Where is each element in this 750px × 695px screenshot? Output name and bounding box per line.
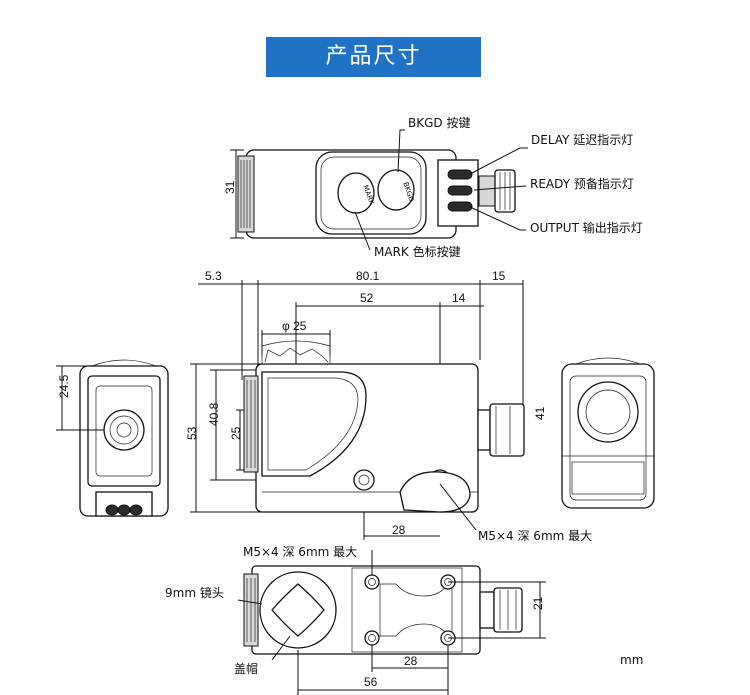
dim-21: 21 <box>531 596 545 610</box>
dim-28-front: 28 <box>392 523 406 537</box>
dim-56: 56 <box>364 675 378 689</box>
dim-left: 5.3 <box>205 269 222 283</box>
dim-14: 14 <box>452 291 466 305</box>
cap-label: 盖帽 <box>234 661 258 676</box>
unit-label: mm <box>620 653 643 667</box>
bottom-hole-note: M5×4 深 6mm 最大 <box>243 545 357 559</box>
delay-label: DELAY 延迟指示灯 <box>531 132 633 147</box>
right-end-view <box>561 357 655 509</box>
bkgd-label: BKGD 按键 <box>408 116 470 130</box>
output-led <box>447 201 473 212</box>
delay-led <box>447 169 473 180</box>
left-end-view: 24.5 <box>56 359 169 517</box>
front-hole-note: M5×4 深 6mm 最大 <box>478 529 592 543</box>
bottom-view <box>243 565 523 655</box>
dim-total: 80.1 <box>356 269 380 283</box>
ready-label: READY 预备指示灯 <box>530 176 634 191</box>
front-view <box>243 340 525 513</box>
page-title: 产品尺寸 <box>266 37 481 77</box>
lens-label: 9mm 镜头 <box>165 585 224 600</box>
ready-led <box>447 185 473 196</box>
dim-52: 52 <box>360 291 374 305</box>
dim-24-5: 24.5 <box>57 374 71 398</box>
output-label: OUTPUT 输出指示灯 <box>530 220 643 235</box>
top-dim-height: 31 <box>223 180 237 194</box>
dim-right: 15 <box>492 269 506 283</box>
dim-28-bottom: 28 <box>404 654 418 668</box>
dim-41: 41 <box>533 406 547 420</box>
dim-phi: φ 25 <box>282 319 307 333</box>
mark-button[interactable] <box>337 172 375 214</box>
dim-25: 25 <box>229 426 243 440</box>
mount-hole-left <box>353 469 375 491</box>
bkgd-button[interactable] <box>377 169 415 211</box>
mark-label: MARK 色标按键 <box>374 245 461 259</box>
dim-53: 53 <box>185 426 199 440</box>
dim-40-8: 40.8 <box>207 402 221 426</box>
top-view: MARK BKGD 31 BKGD 按键 MARK 色标按键 DELAY 延迟指… <box>223 116 643 259</box>
